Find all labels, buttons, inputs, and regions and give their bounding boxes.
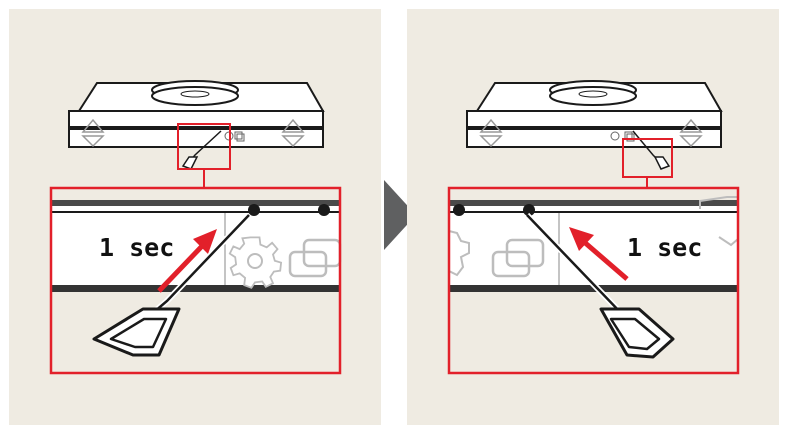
device-icon	[467, 81, 721, 169]
step-2-panel: 1 sec	[407, 9, 779, 425]
step-1-illustration	[9, 9, 381, 425]
step-1-panel: 1 sec	[9, 9, 381, 425]
zoom-view	[449, 188, 738, 373]
duration-label: 1 sec	[99, 233, 174, 262]
zoom-view	[51, 188, 340, 373]
step-2-illustration	[407, 9, 779, 425]
duration-label: 1 sec	[627, 233, 702, 262]
